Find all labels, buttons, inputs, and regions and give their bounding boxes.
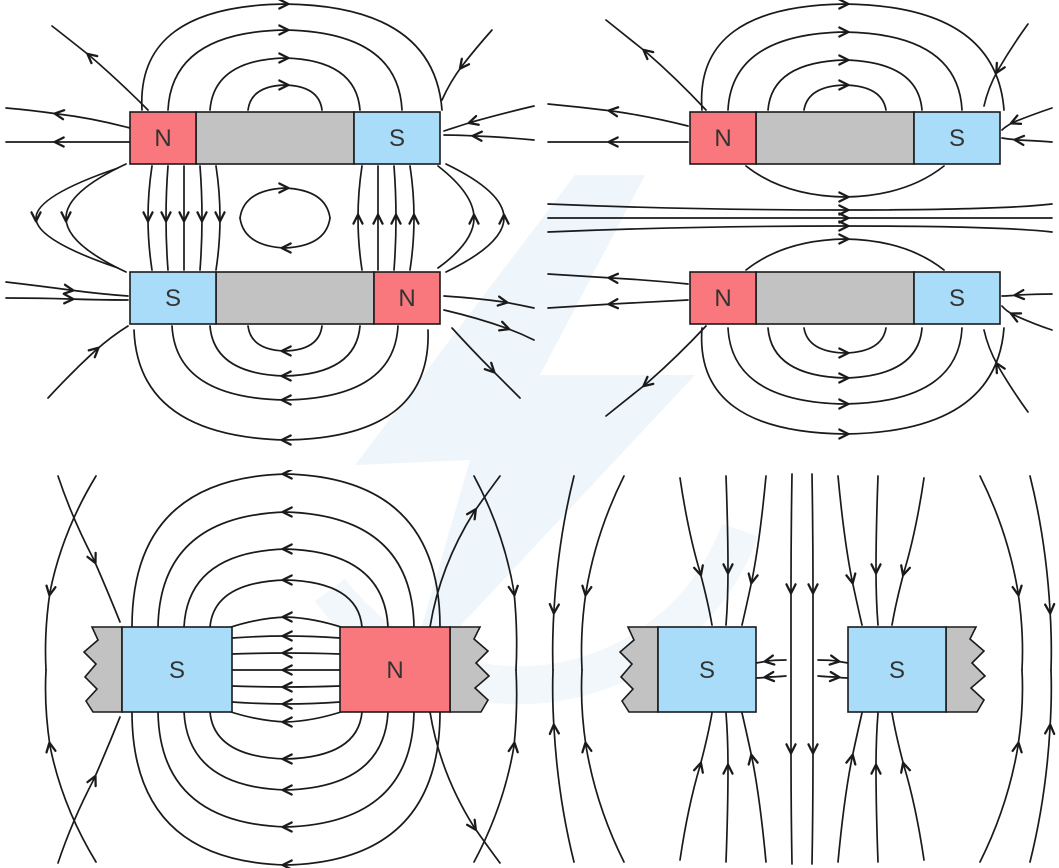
magnet-body [755,111,915,165]
field-pattern-antiparallel-magnets: N S S N [5,0,535,446]
torn-end [449,626,491,713]
pole-label-s: S [165,285,181,312]
south-pole [913,111,1001,165]
pole-label-s: S [949,285,965,312]
magnet-body [215,271,375,325]
south-pole [129,271,217,325]
field-pattern-unlike-poles: S N [44,470,519,868]
south-pole [353,111,441,165]
field-lines [548,473,1056,865]
south-pole [913,271,1001,325]
pole-label-s: S [169,657,185,684]
south-pole [847,626,947,713]
pole-label-s: S [389,125,405,152]
field-lines [547,0,1053,440]
north-pole [339,626,451,713]
pole-label-s: S [949,125,965,152]
torn-end [945,626,987,713]
bar-magnet-bottom: S N [129,271,441,325]
pole-label-n: N [386,657,403,684]
field-pattern-parallel-magnets: N S N S [547,0,1053,440]
torn-end [82,626,123,713]
pole-label-n: N [398,285,415,312]
pole-label-n: N [714,285,731,312]
north-pole [689,271,757,325]
north-pole [689,111,757,165]
pole-label-n: N [714,125,731,152]
south-pole [121,626,233,713]
bar-magnet-top: N S [129,111,441,165]
bar-magnet-right-end: S [847,626,987,713]
north-pole [373,271,441,325]
torn-end [618,626,659,713]
bar-magnet-top: N S [689,111,1001,165]
pole-label-n: N [154,125,171,152]
pole-label-s: S [889,657,905,684]
bar-magnet-left-end: S [618,626,757,713]
north-pole [129,111,197,165]
bar-magnet-left-end: S [82,626,233,713]
south-pole [657,626,757,713]
field-pattern-like-poles: S S [548,473,1056,865]
bar-magnet-right-end: N [339,626,491,713]
bar-magnet-bottom: N S [689,271,1001,325]
magnet-body [195,111,355,165]
watermark-bolt [355,175,695,685]
pole-label-s: S [699,657,715,684]
field-lines [5,0,535,446]
field-lines [44,470,519,868]
magnet-body [755,271,915,325]
